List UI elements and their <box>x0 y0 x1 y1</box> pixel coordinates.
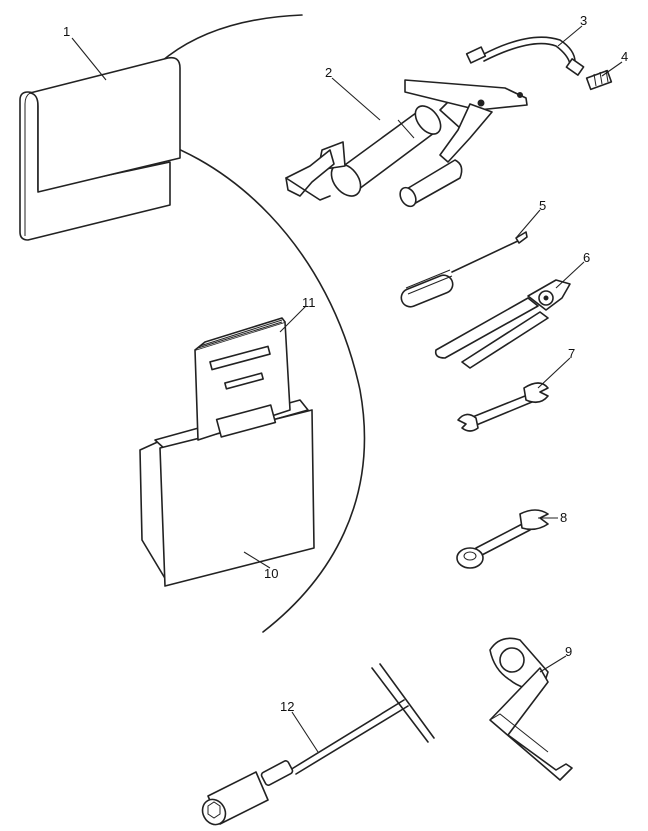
tool-pouch <box>19 56 181 241</box>
callout-8: 8 <box>560 510 567 525</box>
callout-9: 9 <box>565 644 572 659</box>
open-end-wrench <box>457 382 549 432</box>
owners-manual <box>194 317 291 441</box>
hook-spanner <box>489 637 573 781</box>
callout-5: 5 <box>539 198 546 213</box>
grease-gun <box>285 79 528 208</box>
grease-nozzle <box>585 69 613 91</box>
pliers <box>434 279 571 369</box>
callout-4: 4 <box>621 49 628 64</box>
callout-numbers: 1 2 3 4 5 6 7 8 9 10 11 12 <box>63 13 628 714</box>
leader-lines <box>71 25 623 753</box>
t-handle-socket-wrench <box>201 663 435 826</box>
grease-hose <box>465 36 585 76</box>
callout-6: 6 <box>583 250 590 265</box>
screwdriver <box>400 231 528 308</box>
callout-11: 11 <box>302 295 316 310</box>
callout-1: 1 <box>63 24 70 39</box>
callout-7: 7 <box>568 346 575 361</box>
callout-3: 3 <box>580 13 587 28</box>
combination-wrench <box>456 509 549 569</box>
callout-10: 10 <box>264 566 278 581</box>
callout-2: 2 <box>325 65 332 80</box>
callout-12: 12 <box>280 699 294 714</box>
